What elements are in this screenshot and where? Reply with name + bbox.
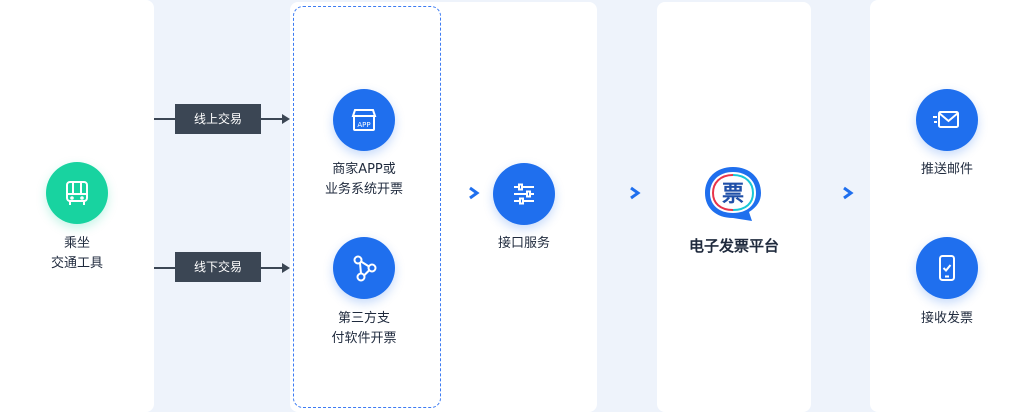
offline-arrowhead	[282, 263, 290, 273]
sliders-icon	[493, 163, 555, 225]
rider-label: 乘坐 交通工具	[27, 234, 127, 274]
flow-arrow-icon	[828, 186, 854, 200]
email-label: 推送邮件	[920, 162, 973, 177]
rider-label-line2: 交通工具	[50, 256, 103, 271]
issuers-dashed-box	[293, 6, 441, 408]
merchant-label-line2: 业务系统开票	[324, 182, 403, 197]
third-party-label-line2: 付软件开票	[331, 331, 397, 346]
flow-arrow-icon	[454, 186, 480, 200]
mail-send-icon	[916, 89, 978, 151]
flow-arrow-icon	[615, 186, 641, 200]
interface-label: 接口服务	[497, 236, 550, 251]
app-badge-text: APP	[357, 121, 370, 129]
merchant-label-line1: 商家APP或	[332, 162, 396, 177]
invoice-platform-logo: 票	[700, 163, 766, 225]
offline-trade-tag: 线下交易	[175, 252, 261, 282]
online-trade-tag: 线上交易	[175, 104, 261, 134]
platform-logo-glyph: 票	[722, 182, 744, 207]
store-app-icon: APP	[333, 89, 395, 151]
third-party-label: 第三方支 付软件开票	[308, 309, 420, 349]
receive-invoice-label: 接收发票	[920, 311, 973, 326]
online-arrowhead	[282, 114, 290, 124]
third-party-label-line1: 第三方支	[337, 311, 390, 326]
platform-label: 电子发票平台	[688, 237, 779, 255]
merchant-label: 商家APP或 业务系统开票	[308, 160, 420, 200]
bus-icon	[46, 162, 108, 224]
phone-check-icon	[916, 237, 978, 299]
rider-label-line1: 乘坐	[63, 236, 90, 251]
share-nodes-icon	[333, 237, 395, 299]
panel-outputs	[870, 0, 1024, 412]
